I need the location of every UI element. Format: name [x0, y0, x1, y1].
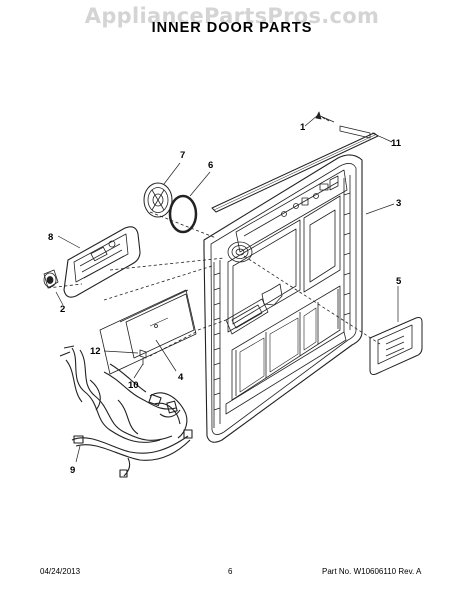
footer-page-number: 6 — [228, 567, 233, 576]
callout-4: 4 — [178, 372, 184, 383]
vent-part-5 — [369, 317, 423, 375]
door-port-ring — [227, 241, 253, 263]
footer-part-number: Part No. W10606110 Rev. A — [322, 567, 422, 576]
callout-9: 9 — [70, 465, 75, 476]
callout-3: 3 — [396, 198, 401, 209]
callout-numbers: 1 11 7 6 3 8 2 5 12 10 4 9 — [48, 122, 402, 476]
dispenser-knob — [43, 269, 59, 289]
callout-5: 5 — [396, 276, 402, 287]
callout-7: 7 — [180, 150, 185, 161]
callout-6: 6 — [208, 160, 213, 171]
callout-1: 1 — [300, 122, 306, 133]
screw-part — [315, 111, 335, 123]
control-board-bracket — [99, 289, 197, 375]
callout-8: 8 — [48, 232, 53, 243]
leader-lines — [47, 211, 381, 357]
callout-12: 12 — [90, 346, 101, 357]
vent-assembly — [143, 182, 198, 234]
callout-10: 10 — [128, 380, 139, 391]
footer-date: 04/24/2013 — [40, 567, 81, 576]
control-board — [125, 293, 195, 359]
callout-11: 11 — [391, 138, 402, 149]
inner-door-panel — [203, 154, 363, 443]
board-screw — [139, 349, 147, 365]
door-top-trim-strip — [211, 132, 379, 213]
callout-2: 2 — [60, 304, 65, 315]
seal-clip — [339, 125, 371, 139]
detergent-dispenser — [63, 226, 141, 298]
callout-leaders — [55, 114, 399, 463]
site-watermark: AppliancePartsPros.com — [84, 4, 380, 28]
page-title: INNER DOOR PARTS — [151, 20, 313, 36]
wire-harness — [59, 345, 193, 478]
